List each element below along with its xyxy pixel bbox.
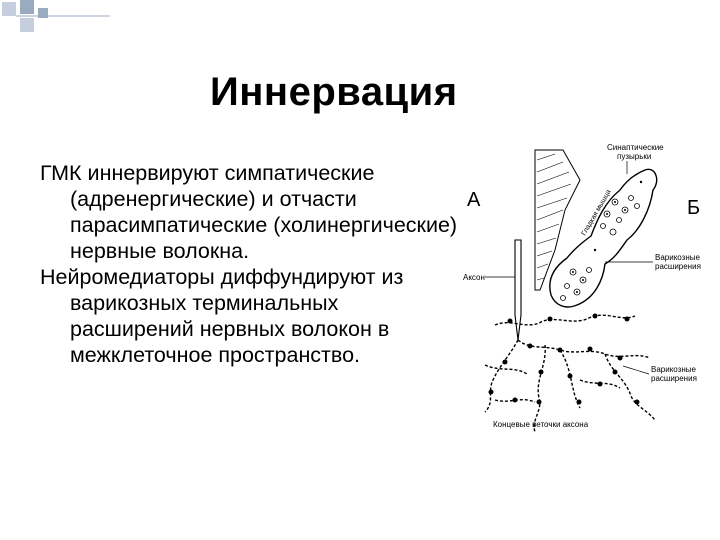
- synaptic-vesicles: [560, 195, 640, 301]
- pointer-varicose-a: [622, 365, 650, 375]
- paragraph-innervation: ГМК иннервируют симпатические (адренерги…: [40, 161, 458, 263]
- label-varicose-line2: расширения: [655, 262, 701, 271]
- label-axon: Аксон: [463, 273, 485, 282]
- innervation-figure: Гладкая мышца Синаптические пузырьки Вар…: [463, 143, 701, 433]
- varicosity-magnified: Гладкая мышца: [534, 149, 658, 308]
- axon-terminals: Аксон Варикозные расширения Концевые вет…: [463, 239, 697, 433]
- terminal-varicosities: [488, 313, 640, 405]
- varicose-fiber: [549, 168, 658, 308]
- label-varicose-a-line2: расширения: [651, 374, 697, 383]
- deco-square: [20, 18, 34, 32]
- paragraph-neurotransmitters: Нейромедиаторы диффундируют из варикозны…: [40, 265, 404, 367]
- axon: [514, 239, 522, 341]
- slide-body: ГМК иннервируют симпатические (адренерги…: [40, 160, 460, 368]
- deco-square: [20, 0, 34, 14]
- panel-label-a: А: [467, 189, 481, 211]
- vesicle-dots: [572, 180, 643, 293]
- label-terminal-branches: Концевые веточки аксона: [493, 420, 589, 429]
- label-vesicles-line1: Синаптические: [607, 143, 664, 152]
- deco-square: [38, 8, 48, 18]
- slide-title: Иннервация: [210, 70, 458, 114]
- label-vesicles-line2: пузырьки: [617, 152, 651, 161]
- panel-label-b: Б: [687, 197, 700, 219]
- label-varicose-a-line1: Варикозные: [651, 365, 696, 374]
- corner-decoration: [2, 0, 110, 32]
- deco-square: [2, 2, 16, 16]
- smooth-muscle-outline: [534, 149, 581, 291]
- label-varicose-line1: Варикозные: [655, 253, 700, 262]
- smooth-muscle-hatching: [536, 153, 572, 281]
